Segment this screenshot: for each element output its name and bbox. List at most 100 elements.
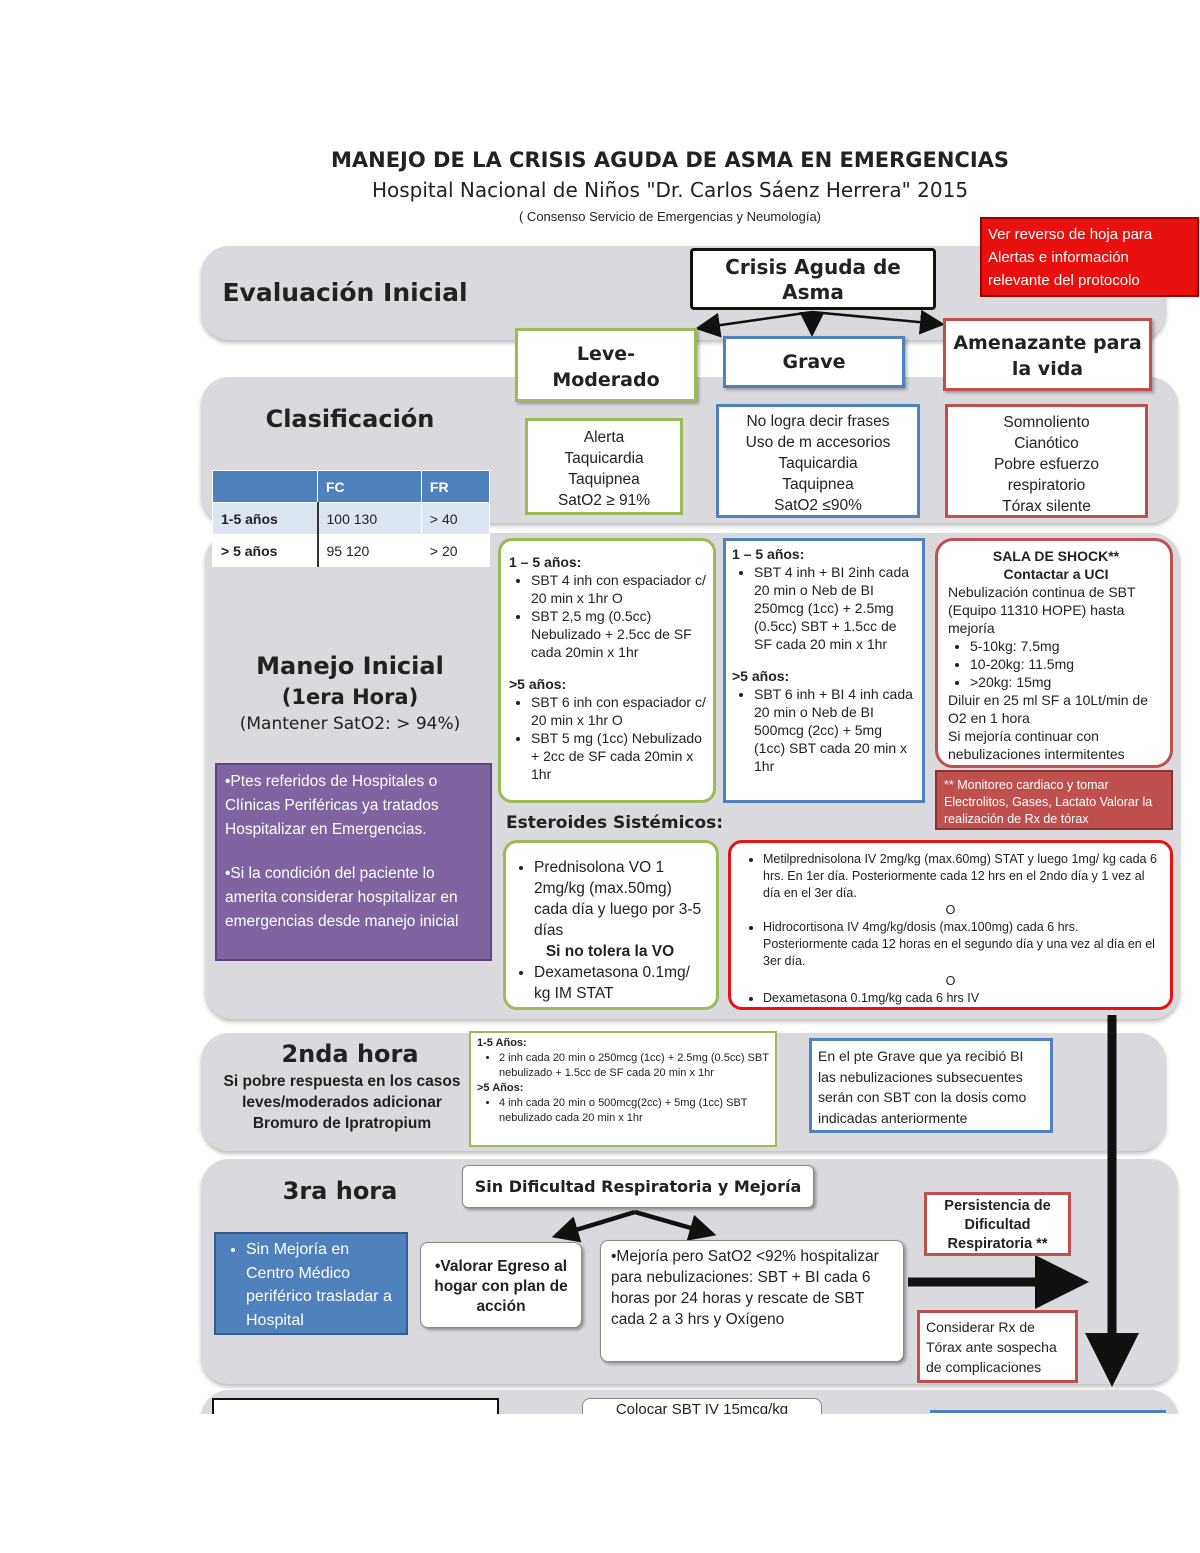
sin-dificultad-label: Sin Dificultad Respiratoria y Mejoría	[474, 1177, 802, 1196]
shock-uci: Contactar a UCI	[1003, 566, 1109, 582]
vitals-table: FC FR 1-5 años 100 130 > 40 > 5 años 95 …	[212, 470, 491, 567]
rx-text: Considerar Rx de Tórax ante sospecha de …	[926, 1319, 1057, 1375]
vitals-cell: 1-5 años	[212, 502, 319, 535]
bottom-right-box	[930, 1410, 1166, 1414]
consensus-note: ( Consenso Servicio de Emergencias y Neu…	[518, 209, 822, 224]
section-title-tercera: 3ra hora	[282, 1177, 398, 1205]
list-item: SBT 4 inh + BI 2inh cada 20 min o Neb de…	[754, 563, 916, 653]
sin-dificultad-box: Sin Dificultad Respiratoria y Mejoría	[462, 1165, 814, 1208]
shock-text-2: Diluir en 25 ml SF a 10Lt/min de O2 en 1…	[948, 692, 1148, 726]
sbt-iv-box: Colocar SBT IV 15mcg/kg	[582, 1398, 822, 1414]
segunda-age2: >5 Años:	[477, 1082, 524, 1094]
list-item: SBT 6 inh + BI 4 inh cada 20 min o Neb d…	[754, 685, 916, 775]
shock-box: SALA DE SHOCK** Contactar a UCI Nebuliza…	[935, 538, 1173, 768]
amenazante-signs: Somnoliento Cianótico Pobre esfuerzo res…	[945, 404, 1148, 518]
leve-header: Leve-Moderado	[515, 328, 697, 402]
manejo-title-2: (1era Hora)	[281, 685, 419, 709]
mejoria-text: •Mejoría pero SatO2 <92% hospitalizar pa…	[611, 1248, 879, 1328]
arrow-to-egreso	[551, 1209, 636, 1243]
list-item: 4 inh cada 20 min o 500mcg(2cc) + 5mg (1…	[499, 1096, 769, 1126]
list-item: 2 inh cada 20 min o 250mcg (1cc) + 2.5mg…	[499, 1051, 769, 1081]
leve-sign: Alerta	[583, 429, 625, 446]
table-row: 1-5 años 100 130 > 40	[212, 502, 491, 535]
amenazante-header: Amenazante para la vida	[943, 318, 1152, 391]
page-subtitle: Hospital Nacional de Niños "Dr. Carlos S…	[371, 178, 969, 202]
vitals-cell: 100 130	[317, 502, 422, 535]
esteroides-vo: Prednisolona VO 1 2mg/kg (max.50mg) cada…	[503, 840, 719, 1010]
purple-note: •Ptes referidos de Hospitales o Clínicas…	[215, 763, 492, 961]
monitoreo-text: ** Monitoreo cardiaco y tomar Electrolit…	[944, 778, 1153, 826]
blue-note-text: Sin Mejoría en Centro Médico periférico …	[246, 1238, 400, 1332]
list-item: Dexametasona 0.1mg/kg cada 6 hrs IV	[763, 990, 1160, 1007]
segunda-grave-text: En el pte Grave que ya recibió BI las ne…	[818, 1048, 1027, 1126]
bottom-left-box	[212, 1398, 499, 1414]
vitals-header-cell: FR	[420, 470, 491, 503]
persistencia-box: Persistencia de Dificultad Respiratoria …	[924, 1192, 1071, 1256]
grave-age1-label: 1 – 5 años:	[732, 546, 805, 562]
purple-note-1: •Ptes referidos de Hospitales o Clínicas…	[225, 773, 439, 838]
list-item: SBT 5 mg (1cc) Nebulizado + 2cc de SF ca…	[531, 729, 707, 783]
leve-age2-label: >5 años:	[509, 676, 567, 692]
list-item: SBT 2,5 mg (0.5cc) Nebulizado + 2.5cc de…	[531, 607, 707, 661]
crisis-box-label: Crisis Aguda de Asma	[725, 255, 901, 304]
list-item: SBT 4 inh con espaciador c/ 20 min x 1hr…	[531, 571, 707, 607]
amenazante-sign: Tórax silente	[1002, 498, 1091, 515]
iv-or-1: O	[945, 903, 956, 917]
amenazante-sign: Somnoliento	[1003, 414, 1090, 431]
vitals-cell: > 5 años	[212, 534, 319, 567]
amenazante-sign: Cianótico	[1014, 435, 1079, 452]
purple-note-2: •Si la condición del paciente lo amerita…	[225, 865, 459, 930]
grave-header: Grave	[723, 336, 905, 388]
grave-sign: SatO2 ≤90%	[774, 497, 862, 514]
leve-treatment: 1 – 5 años: SBT 4 inh con espaciador c/ …	[498, 538, 716, 803]
alert-note: Ver reverso de hoja para Alertas e infor…	[980, 217, 1199, 297]
grave-sign: Taquipnea	[782, 476, 854, 493]
shock-title: SALA DE SHOCK**	[992, 548, 1120, 564]
leve-age1-label: 1 – 5 años:	[509, 554, 582, 570]
leve-header-label: Leve-Moderado	[552, 343, 660, 391]
section-title-evaluacion: Evaluación Inicial	[222, 278, 468, 307]
page-title: MANEJO DE LA CRISIS AGUDA DE ASMA EN EME…	[330, 148, 1010, 172]
crisis-box: Crisis Aguda de Asma	[690, 248, 936, 310]
amenazante-header-label: Amenazante para la vida	[953, 332, 1142, 380]
list-item: Dexametasona 0.1mg/ kg IM STAT	[534, 962, 708, 1004]
leve-sign: SatO2 ≥ 91%	[557, 492, 651, 509]
vitals-header-cell: FC	[317, 470, 422, 503]
section-title-manejo: Manejo Inicial (1era Hora) (Mantener Sat…	[220, 650, 480, 736]
amenazante-sign: Pobre esfuerzo	[993, 456, 1100, 473]
sbt-iv-text: Colocar SBT IV 15mcg/kg	[615, 1401, 789, 1414]
list-item: Hidrocortisona IV 4mg/kg/dosis (max.100m…	[763, 919, 1160, 970]
list-item: Metilprednisolona IV 2mg/kg (max.60mg) S…	[763, 851, 1160, 902]
list-item: 10-20kg: 11.5mg	[970, 655, 1164, 673]
egreso-box: •Valorar Egreso al hogar con plan de acc…	[420, 1242, 582, 1328]
alert-note-text: Ver reverso de hoja para Alertas e infor…	[988, 226, 1153, 289]
monitoreo-note: ** Monitoreo cardiaco y tomar Electrolit…	[935, 770, 1173, 830]
list-item: 5-10kg: 7.5mg	[970, 637, 1164, 655]
mejoria-box: •Mejoría pero SatO2 <92% hospitalizar pa…	[600, 1240, 904, 1362]
segunda-grave-note: En el pte Grave que ya recibió BI las ne…	[809, 1038, 1053, 1133]
leve-signs: Alerta Taquicardia Taquipnea SatO2 ≥ 91%	[525, 418, 683, 515]
leve-sign: Taquipnea	[568, 471, 640, 488]
grave-sign: Uso de m accesorios	[745, 434, 891, 451]
shock-text-3: Si mejoría continuar con nebulizaciones …	[948, 728, 1125, 762]
section-title-segunda: 2nda hora	[281, 1040, 419, 1068]
manejo-title-1: Manejo Inicial	[256, 652, 444, 680]
shock-text: Nebulización continua de SBT (Equipo 113…	[948, 584, 1136, 636]
iv-or-2: O	[945, 974, 956, 988]
list-item: >20kg: 15mg	[970, 673, 1164, 691]
grave-sign: No logra decir frases	[746, 413, 890, 430]
esteroides-title: Esteroides Sistémicos:	[506, 813, 724, 833]
egreso-text: •Valorar Egreso al hogar con plan de acc…	[434, 1258, 568, 1315]
persistencia-text: Persistencia de Dificultad Respiratoria …	[944, 1198, 1051, 1252]
vitals-header-cell	[212, 470, 318, 503]
table-row: > 5 años 95 120 > 20	[212, 534, 491, 567]
esteroides-iv: Metilprednisolona IV 2mg/kg (max.60mg) S…	[728, 840, 1173, 1010]
section-title-clasificacion: Clasificación	[265, 405, 435, 433]
vitals-cell: 95 120	[317, 534, 422, 567]
segunda-dosing: 1-5 Años: 2 inh cada 20 min o 250mcg (1c…	[469, 1031, 777, 1147]
leve-sign: Taquicardia	[564, 450, 644, 467]
vitals-cell: > 20	[420, 534, 491, 567]
list-item: Prednisolona VO 1 2mg/kg (max.50mg) cada…	[534, 857, 708, 941]
grave-age2-label: >5 años:	[732, 668, 790, 684]
